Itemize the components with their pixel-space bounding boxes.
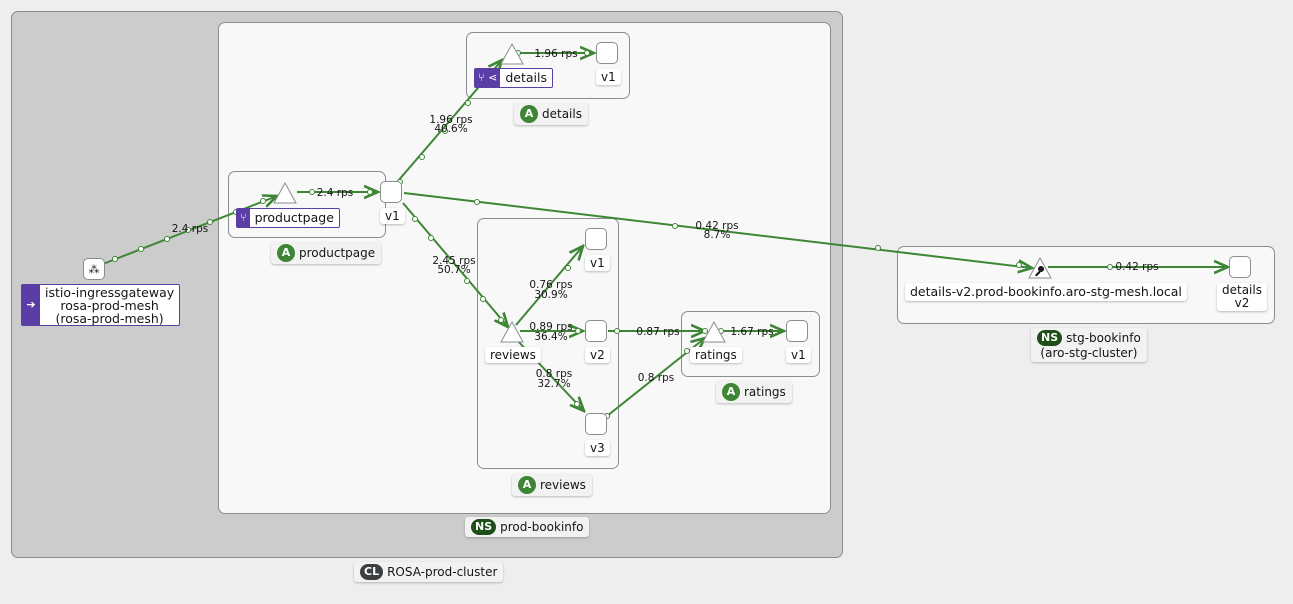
virtual-service-icon: ⑂ (237, 209, 250, 227)
app-name: reviews (540, 478, 586, 492)
edge-label: 1.96 rps (429, 114, 472, 126)
productpage-service-node (273, 181, 297, 204)
edge-label: 1.96 rps (534, 48, 577, 60)
details-v1-label: v1 (596, 69, 621, 85)
app-badge: A (520, 105, 538, 123)
service-entry-label: details-v2.prod-bookinfo.aro-stg-mesh.lo… (905, 283, 1187, 301)
ingress-mesh-paren: (rosa-prod-mesh) (55, 311, 164, 326)
app-label-productpage[interactable]: A productpage (271, 242, 382, 264)
edge-label: 0.42 rps (695, 220, 738, 232)
edge-label: 0.89 rps (529, 321, 572, 333)
edge-label: 30.9% (534, 289, 567, 301)
productpage-v1-node[interactable] (380, 181, 402, 203)
edge-reviews-v1 (515, 246, 583, 326)
edge-label: 32.7% (537, 378, 570, 390)
reviews-v3-label: v3 (585, 440, 610, 456)
namespace-badge: NS (1037, 330, 1063, 346)
edge-label: 36.4% (534, 331, 567, 343)
edge-pp-reviews (402, 202, 508, 327)
ingress-name: istio-ingressgateway (45, 285, 175, 300)
details-service-label[interactable]: ⑂ ⋖ details (474, 68, 553, 88)
edge-label: 0.8 rps (536, 368, 573, 380)
app-label-details[interactable]: A details (514, 103, 588, 125)
namespace-badge: NS (471, 519, 497, 535)
details-service-node (500, 42, 524, 65)
reviews-service-node (500, 320, 524, 343)
app-name: details (542, 107, 582, 121)
details-v2-app: details (1222, 283, 1262, 297)
app-name: productpage (299, 246, 376, 260)
edge-label: 50.7% (437, 264, 470, 276)
edge-pp-remote (403, 192, 1032, 268)
label-text: details (505, 70, 547, 85)
app-label-ratings[interactable]: A ratings (716, 381, 792, 403)
ratings-v1-label: v1 (786, 347, 811, 363)
ratings-v1-node[interactable] (786, 320, 808, 342)
ingress-mesh: rosa-prod-mesh (60, 298, 159, 313)
namespace-cluster: (aro-stg-cluster) (1040, 346, 1138, 360)
edge-label: 0.42 rps (1115, 261, 1158, 273)
productpage-service-label[interactable]: ⑂ productpage (236, 208, 340, 228)
app-badge: A (518, 476, 536, 494)
details-v2-version: v2 (1234, 296, 1250, 310)
app-name: ratings (744, 385, 786, 399)
edge-label: 0.87 rps (636, 326, 679, 338)
app-badge: A (722, 383, 740, 401)
virtual-service-share-icon: ⑂ ⋖ (475, 69, 501, 87)
cluster-name: ROSA-prod-cluster (387, 565, 498, 579)
namespace-name: prod-bookinfo (500, 520, 584, 534)
ingress-gateway-node[interactable]: ⁂ (83, 258, 105, 280)
edge-label: 8.7% (704, 229, 731, 241)
namespace-label-stg[interactable]: NS stg-bookinfo (aro-stg-cluster) (1031, 328, 1147, 362)
edge-label: 40.6% (434, 123, 467, 135)
edge-label: 0.76 rps (529, 279, 572, 291)
edge-label: 1.67 rps (730, 326, 773, 338)
reviews-v3-node[interactable] (585, 413, 607, 435)
ingress-gateway-label[interactable]: ➔ istio-ingressgateway rosa-prod-mesh (r… (21, 284, 181, 326)
label-text: productpage (254, 210, 334, 225)
ratings-service-label: ratings (690, 347, 742, 363)
cluster-label[interactable]: CL ROSA-prod-cluster (354, 562, 504, 582)
namespace-name: stg-bookinfo (1066, 331, 1141, 345)
reviews-v2-node[interactable] (585, 320, 607, 342)
details-v2-node[interactable] (1229, 256, 1251, 278)
reviews-v1-node[interactable] (585, 228, 607, 250)
details-v1-node[interactable] (596, 42, 618, 64)
edge-label: 2.45 rps (432, 255, 475, 267)
arrow-right-icon: ➔ (22, 285, 40, 325)
app-badge: A (277, 244, 295, 262)
productpage-v1-label: v1 (380, 208, 405, 224)
reviews-service-label: reviews (485, 347, 541, 363)
details-v2-label: details v2 (1217, 283, 1267, 311)
gateway-icon: ⁂ (88, 262, 100, 276)
app-label-reviews[interactable]: A reviews (512, 474, 592, 496)
namespace-label-prod[interactable]: NS prod-bookinfo (465, 517, 590, 537)
cluster-badge: CL (360, 564, 384, 580)
edge-label: 2.4 rps (172, 223, 209, 235)
ratings-service-node (702, 320, 726, 343)
reviews-v2-label: v2 (585, 347, 610, 363)
reviews-v1-label: v1 (585, 255, 610, 271)
edge-label: 2.4 rps (317, 187, 354, 199)
edge-label: 0.8 rps (638, 372, 675, 384)
